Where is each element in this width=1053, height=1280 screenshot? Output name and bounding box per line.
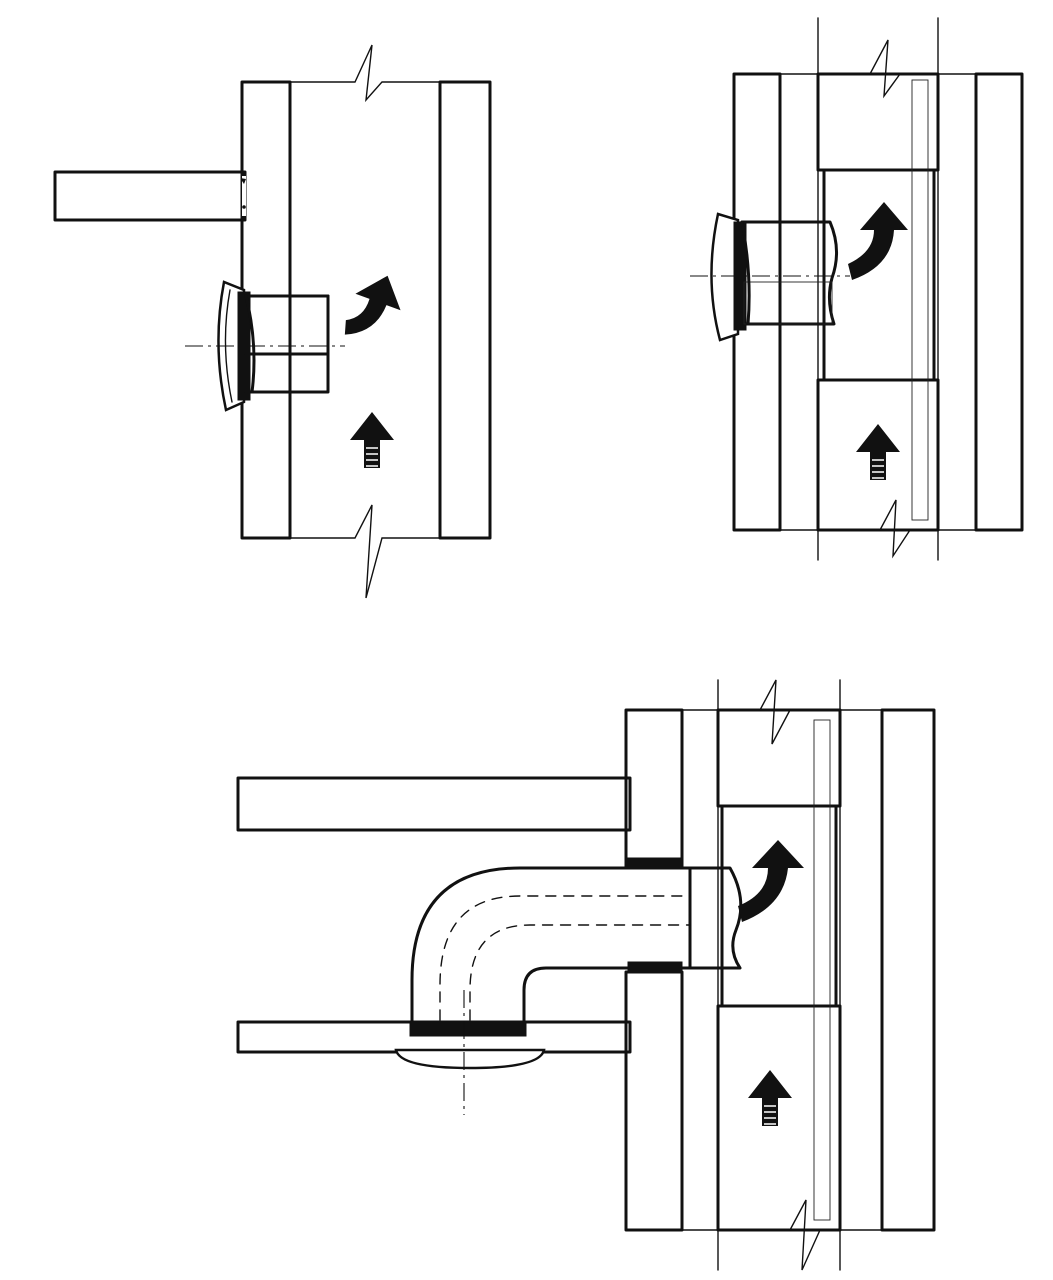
break-mark-icon bbox=[289, 44, 441, 599]
floor-slab bbox=[53, 170, 247, 222]
fan-body bbox=[244, 294, 330, 394]
fan-body bbox=[740, 220, 838, 326]
flexible-duct-bend bbox=[410, 866, 692, 1028]
tee-fitting bbox=[720, 804, 838, 1008]
diagram-ceiling-fan-with-bend-and-tee bbox=[236, 679, 936, 1271]
airflow-arrow-icon bbox=[848, 202, 908, 481]
tee-fitting bbox=[822, 168, 936, 382]
upper-slab bbox=[236, 776, 632, 832]
duct-lower bbox=[716, 1004, 842, 1232]
break-mark-icon bbox=[869, 39, 911, 559]
shaft-wall-left-upper bbox=[624, 708, 684, 870]
shaft-wall-right bbox=[974, 72, 1024, 532]
duct-upper bbox=[716, 708, 842, 808]
diagram-wall-fan-into-shaft bbox=[53, 44, 492, 599]
airflow-arrow-icon bbox=[344, 275, 401, 469]
shaft-wall-right bbox=[438, 80, 492, 540]
airflow-arrow-icon bbox=[738, 840, 804, 1127]
diagram-wall-fan-with-tee-in-duct bbox=[690, 17, 1024, 561]
shaft-wall-right bbox=[880, 708, 936, 1232]
break-mark-icon bbox=[759, 679, 821, 1271]
duct-upper bbox=[816, 72, 940, 172]
tee-branch bbox=[688, 866, 743, 970]
shaft-wall-left-lower bbox=[624, 970, 684, 1232]
fan-grille bbox=[710, 212, 740, 342]
ceiling-fan-grille bbox=[394, 1048, 546, 1070]
